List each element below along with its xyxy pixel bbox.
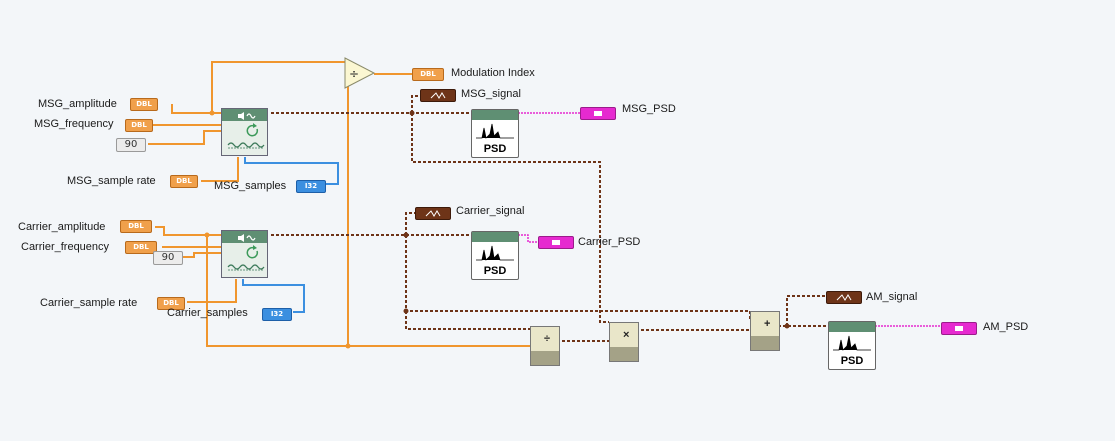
spectrum-icon: [476, 245, 514, 261]
carrier-signal-indicator[interactable]: [415, 207, 451, 220]
refresh-icon: [227, 245, 265, 271]
carrier-amplitude-control[interactable]: DBL: [120, 220, 152, 233]
spectrum-icon: [833, 335, 871, 351]
msg-frequency-label: MSG_frequency: [34, 118, 114, 130]
carrier-frequency-label: Carrier_frequency: [21, 241, 110, 253]
carrier-frequency-control[interactable]: DBL: [125, 241, 157, 254]
msg-samples-label: MSG_samples: [214, 180, 287, 192]
generator-header: [222, 109, 267, 121]
carrier-amplitude-label: Carrier_amplitude: [18, 221, 106, 233]
add-waveform-node[interactable]: +: [750, 311, 780, 351]
carrier-psd-block[interactable]: PSD: [471, 231, 519, 280]
carrier-sample-rate-label: Carrier_sample rate: [40, 297, 138, 309]
psd-chart-icon: [955, 326, 963, 331]
carrier-samples-label: Carrier_samples: [167, 307, 248, 319]
dbl-wires[interactable]: [148, 61, 530, 347]
divide-op-icon: ÷: [544, 333, 551, 345]
msg-amplitude-control[interactable]: DBL: [130, 98, 158, 111]
add-op-icon: +: [764, 318, 771, 330]
carrier-sine-generator-block[interactable]: [221, 230, 268, 278]
wire-junctions: [204, 110, 790, 349]
msg-phase-constant[interactable]: 90: [116, 138, 146, 152]
psd-label: PSD: [483, 265, 507, 277]
divide-node[interactable]: ÷: [344, 57, 376, 89]
spectrum-icon: [476, 123, 514, 139]
msg-signal-indicator[interactable]: [420, 89, 456, 102]
msg-sine-generator-block[interactable]: [221, 108, 268, 156]
psd-label: PSD: [483, 143, 507, 155]
i32-wires[interactable]: [242, 157, 339, 313]
am-psd-label: AM_PSD: [983, 321, 1029, 333]
psd-chart-icon: [552, 240, 560, 245]
svg-text:÷: ÷: [349, 67, 359, 81]
msg-sample-rate-label: MSG_sample rate: [67, 175, 156, 187]
psd-label: PSD: [840, 355, 864, 367]
modulation-index-indicator[interactable]: DBL: [412, 68, 444, 81]
psd-wires[interactable]: [518, 112, 941, 327]
modulation-index-label: Modulation Index: [451, 67, 535, 79]
speaker-wave-icon: [238, 234, 256, 242]
am-psd-block[interactable]: PSD: [828, 321, 876, 370]
carrier-phase-constant[interactable]: 90: [153, 251, 183, 265]
waveform-icon: [836, 294, 852, 301]
carrier-signal-label: Carrier_signal: [456, 205, 525, 217]
divide-waveform-node[interactable]: ÷: [530, 326, 560, 366]
msg-samples-control[interactable]: I32: [296, 180, 326, 193]
carrier-psd-label: Carrier_PSD: [578, 236, 641, 248]
speaker-wave-icon: [238, 112, 256, 120]
am-signal-label: AM_signal: [866, 291, 918, 303]
carrier-psd-indicator[interactable]: [538, 236, 574, 249]
multiply-waveform-node[interactable]: ×: [609, 322, 639, 362]
carrier-sample-rate-control[interactable]: DBL: [157, 297, 185, 310]
multiply-op-icon: ×: [623, 329, 630, 341]
refresh-icon: [227, 123, 265, 149]
carrier-samples-control[interactable]: I32: [262, 308, 292, 321]
msg-psd-indicator[interactable]: [580, 107, 616, 120]
waveform-icon: [430, 92, 446, 99]
waveform-icon: [425, 210, 441, 217]
msg-sample-rate-control[interactable]: DBL: [170, 175, 198, 188]
msg-frequency-control[interactable]: DBL: [125, 119, 153, 132]
waveform-wires[interactable]: [271, 95, 828, 342]
msg-psd-label: MSG_PSD: [622, 103, 676, 115]
psd-chart-icon: [594, 111, 602, 116]
generator-header: [222, 231, 267, 243]
msg-psd-block[interactable]: PSD: [471, 109, 519, 158]
am-psd-indicator[interactable]: [941, 322, 977, 335]
msg-signal-label: MSG_signal: [461, 88, 521, 100]
am-signal-indicator[interactable]: [826, 291, 862, 304]
msg-amplitude-label: MSG_amplitude: [38, 98, 117, 110]
